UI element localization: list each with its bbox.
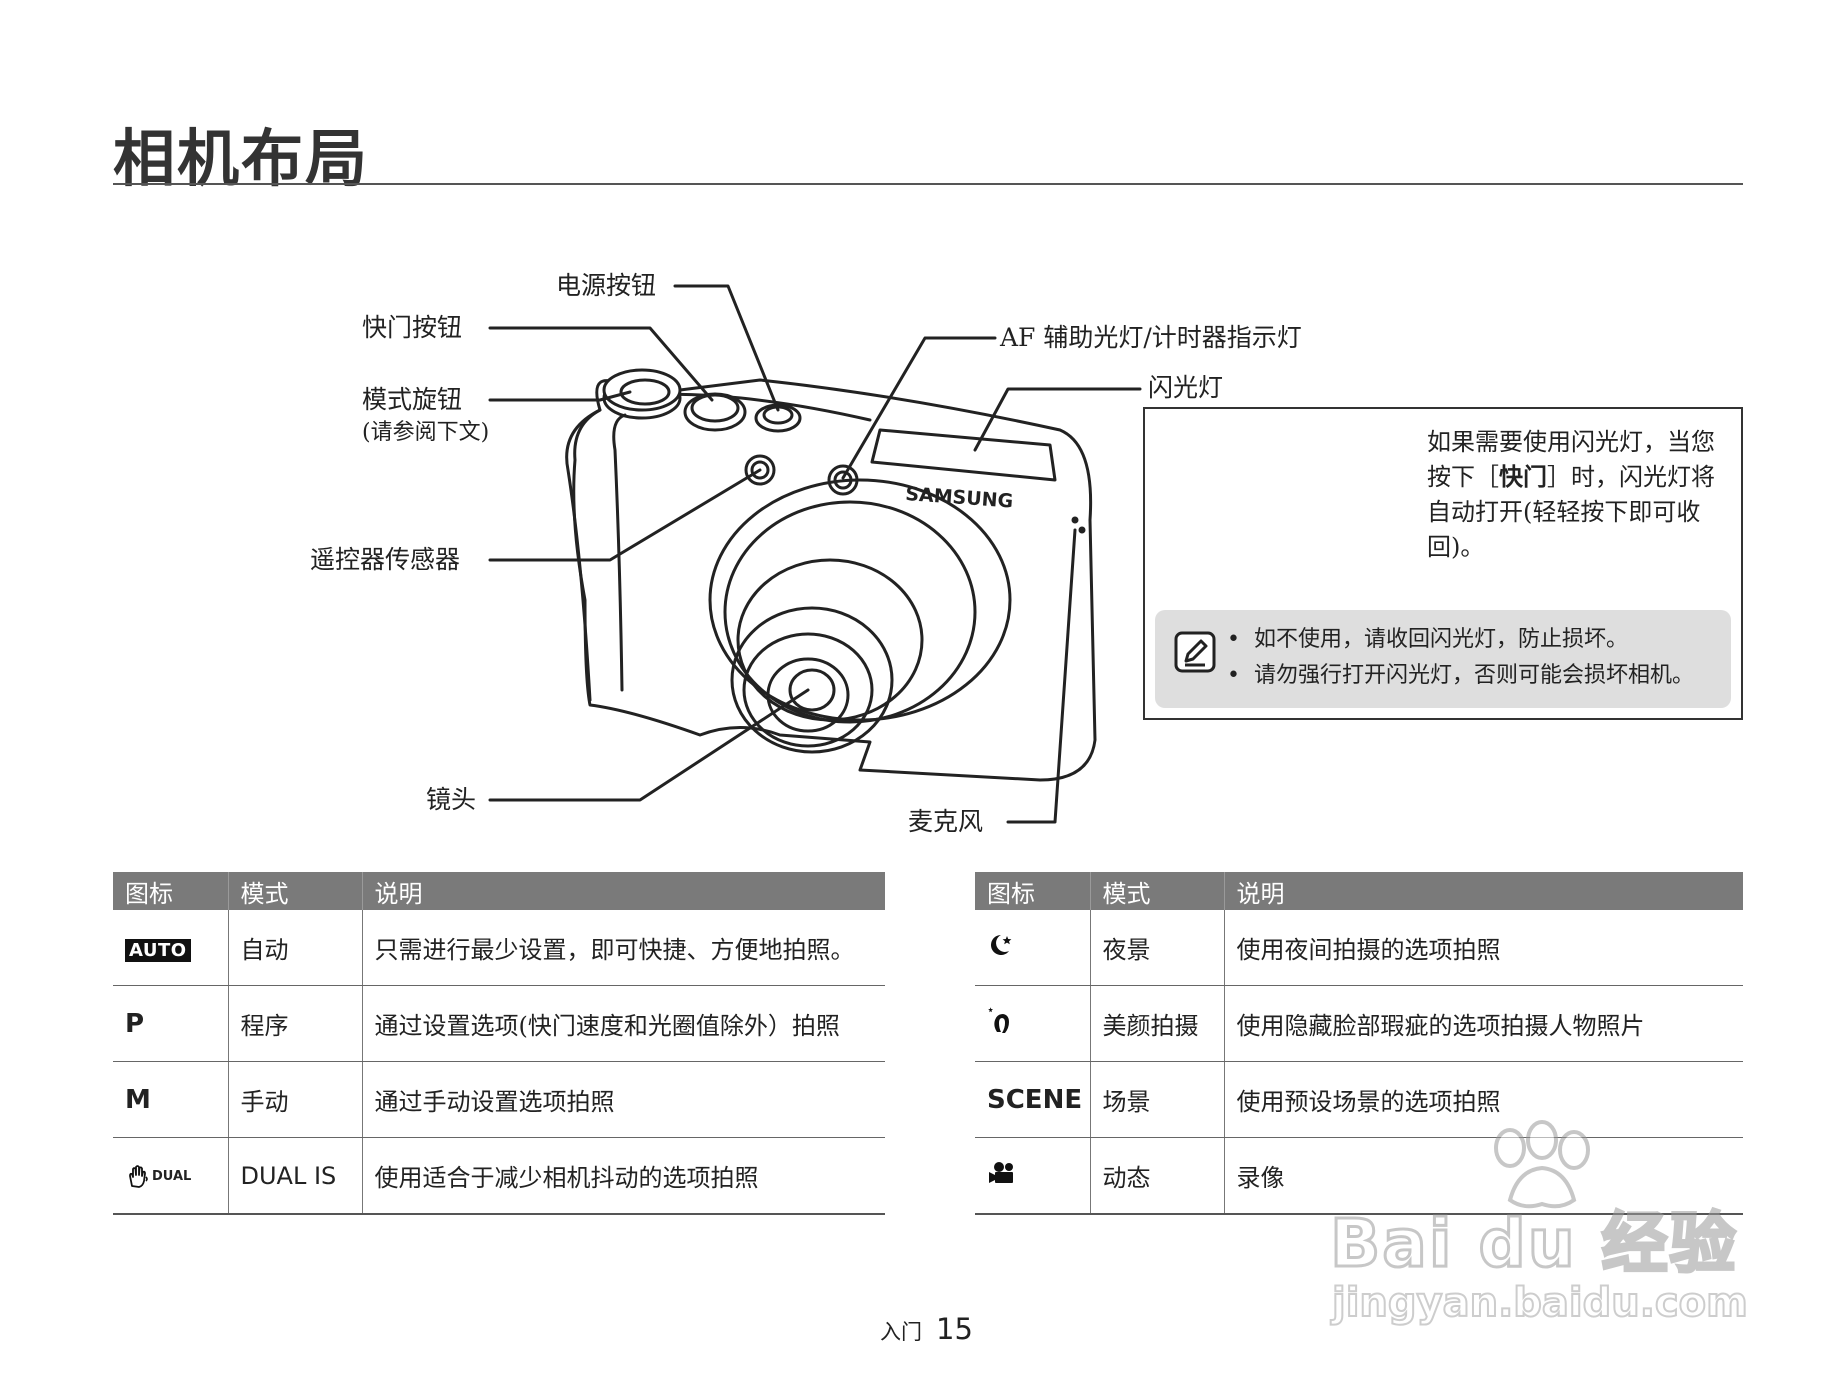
label-lens: 镜头 [426,785,477,814]
header-icon: 图标 [975,872,1091,910]
label-shutter-button: 快门按钮 [362,313,463,342]
mode-name: 自动 [228,910,363,986]
flash-desc-bold: 快门 [1499,463,1547,491]
mode-name: 夜景 [1090,910,1225,986]
note-list: 如不使用，请收回闪光灯，防止损坏。 请勿强行打开闪光灯，否则可能会损坏相机。 [1227,622,1694,694]
flash-desc-part1: 如果需要使用闪光灯，当您按下［ [1427,428,1715,491]
page-footer: 入门 15 [880,1312,973,1346]
mode-desc: 录像 [1224,1137,1743,1215]
label-remote-sensor: 遥控器传感器 [310,545,461,574]
mode-table-right: 图标 模式 说明 夜景 使用夜间拍摄的选项拍照 美颜拍摄 使用隐藏脸部瑕疵的选项… [975,872,1743,1215]
mode-desc: 使用预设场景的选项拍照 [1224,1061,1743,1138]
table-row: 动态 录像 [975,1137,1743,1215]
mode-desc: 使用隐藏脸部瑕疵的选项拍摄人物照片 [1224,985,1743,1062]
table-header-row: 图标 模式 说明 [113,872,885,910]
table-row: SCENE 场景 使用预设场景的选项拍照 [975,1061,1743,1138]
table-row: AUTO 自动 只需进行最少设置，即可快捷、方便地拍照。 [113,910,885,986]
mode-name: 动态 [1090,1137,1225,1215]
dual-is-label: DUAL [152,1169,192,1185]
program-mode-icon: P [125,1008,145,1039]
note-item: 如不使用，请收回闪光灯，防止损坏。 [1227,622,1694,658]
paw-logo-icon [1494,1120,1590,1209]
header-mode: 模式 [228,872,363,910]
mode-desc: 只需进行最少设置，即可快捷、方便地拍照。 [362,910,885,986]
table-row: 美颜拍摄 使用隐藏脸部瑕疵的选项拍摄人物照片 [975,985,1743,1062]
table-row: M 手动 通过手动设置选项拍照 [113,1061,885,1138]
watermark-main-text: Bai du 经验 [1329,1204,1738,1284]
mode-name: 手动 [228,1061,363,1138]
table-row: 夜景 使用夜间拍摄的选项拍照 [975,910,1743,986]
note-item: 请勿强行打开闪光灯，否则可能会损坏相机。 [1227,658,1694,694]
label-af-lamp: AF 辅助光灯/计时器指示灯 [1000,323,1302,352]
auto-mode-icon: AUTO [125,938,191,962]
header-desc: 说明 [1224,872,1743,910]
label-mode-dial: 模式旋钮 [362,385,463,414]
mode-name: DUAL IS [228,1137,363,1215]
camera-brand: SAMSUNG [905,483,1014,512]
night-mode-icon [991,934,1012,955]
page-number: 15 [936,1312,973,1346]
mode-name: 场景 [1090,1061,1225,1138]
manual-mode-icon: M [125,1084,151,1115]
mode-table-left: 图标 模式 说明 AUTO 自动 只需进行最少设置，即可快捷、方便地拍照。 P … [113,872,885,1215]
scene-mode-icon: SCENE [987,1084,1083,1115]
table-row: DUAL DUAL IS 使用适合于减少相机抖动的选项拍照 [113,1137,885,1215]
table-header-row: 图标 模式 说明 [975,872,1743,910]
watermark-url: jingyan.baidu.com [1331,1279,1749,1327]
label-power-button: 电源按钮 [556,271,657,300]
mode-name: 程序 [228,985,363,1062]
flash-desc-part2: ］时，闪光灯将自动打开(轻轻按下即可收回)。 [1427,463,1715,561]
table-row: P 程序 通过设置选项(快门速度和光圈值除外）拍照 [113,985,885,1062]
baidu-watermark: Bai du 经验 jingyan.baidu.com [1320,1120,1760,1330]
dual-is-hand-icon [129,1164,148,1188]
mode-name: 美颜拍摄 [1090,985,1225,1062]
header-icon: 图标 [113,872,229,910]
beauty-shot-icon [988,1006,1009,1033]
mode-desc: 使用适合于减少相机抖动的选项拍照 [362,1137,885,1215]
note-box: 如不使用，请收回闪光灯，防止损坏。 请勿强行打开闪光灯，否则可能会损坏相机。 [1155,610,1731,708]
mode-desc: 使用夜间拍摄的选项拍照 [1224,910,1743,986]
note-pencil-icon [1174,631,1216,673]
flash-description: 如果需要使用闪光灯，当您按下［快门］时，闪光灯将自动打开(轻轻按下即可收回)。 [1427,425,1727,565]
label-mode-dial-note: (请参阅下文) [362,420,490,445]
header-mode: 模式 [1090,872,1225,910]
label-flash: 闪光灯 [1148,373,1224,402]
page-title: 相机布局 [113,122,370,195]
mode-desc: 通过设置选项(快门速度和光圈值除外）拍照 [362,985,885,1062]
footer-section: 入门 [880,1320,922,1344]
mode-desc: 通过手动设置选项拍照 [362,1061,885,1138]
header-desc: 说明 [362,872,885,910]
label-microphone: 麦克风 [908,807,984,836]
title-divider [113,183,1743,185]
movie-camera-icon [989,1161,1013,1183]
